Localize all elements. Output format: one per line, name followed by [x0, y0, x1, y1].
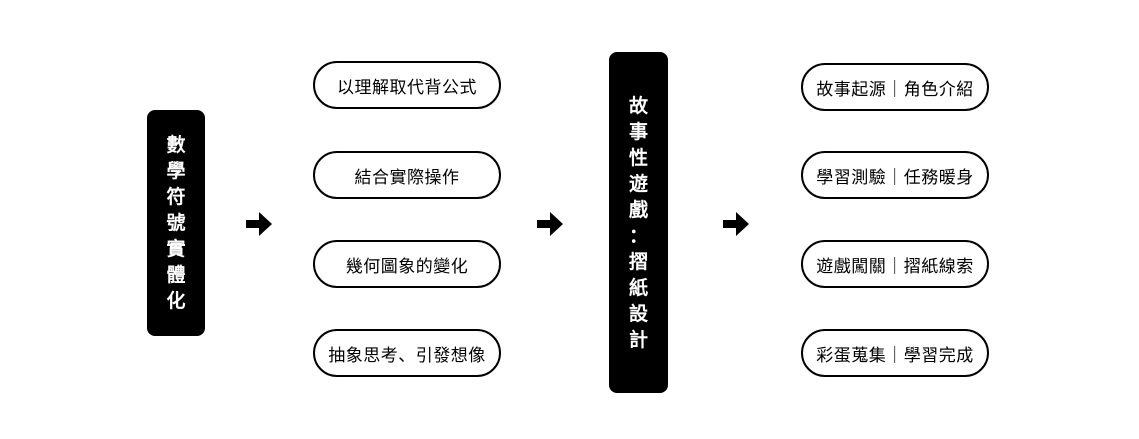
stage-pill: 故事起源｜角色介紹	[801, 63, 989, 111]
middle-title-char: 摺	[628, 250, 648, 273]
left-title-char: 數	[166, 134, 186, 156]
left-title-box: 數 學 符 號 實 體 化	[147, 110, 205, 336]
left-title-char: 學	[166, 160, 186, 182]
left-title-char: 化	[166, 290, 186, 312]
left-title-char: 符	[166, 186, 186, 208]
concept-pill: 結合實際操作	[313, 151, 501, 199]
arrow-right-icon	[723, 212, 749, 236]
middle-title-box: 故 事 性 遊 戲 ： 摺 紙 設 計	[609, 52, 668, 393]
concept-pill: 幾何圖象的變化	[313, 240, 501, 288]
middle-title-char: 性	[628, 146, 648, 169]
middle-title-char: ：	[628, 224, 648, 247]
middle-title-char: 戲	[628, 198, 648, 221]
concept-pill: 抽象思考、引發想像	[313, 329, 501, 377]
arrow-right-icon	[246, 212, 272, 236]
left-title-char: 體	[166, 264, 186, 286]
left-title-char: 號	[166, 212, 186, 234]
concept-pill: 以理解取代背公式	[313, 61, 501, 109]
stage-pill: 遊戲闖關｜摺紙線索	[801, 240, 989, 288]
middle-title-char: 故	[628, 94, 648, 117]
arrow-right-icon	[537, 212, 563, 236]
middle-title-char: 紙	[628, 276, 648, 299]
stage-pill: 學習測驗｜任務暖身	[801, 151, 989, 199]
middle-title-char: 計	[628, 328, 648, 351]
middle-title-char: 事	[628, 120, 648, 143]
middle-title-char: 設	[628, 302, 648, 325]
middle-title-char: 遊	[628, 172, 648, 195]
stage-pill: 彩蛋蒐集｜學習完成	[801, 329, 989, 377]
left-title-char: 實	[166, 238, 186, 260]
